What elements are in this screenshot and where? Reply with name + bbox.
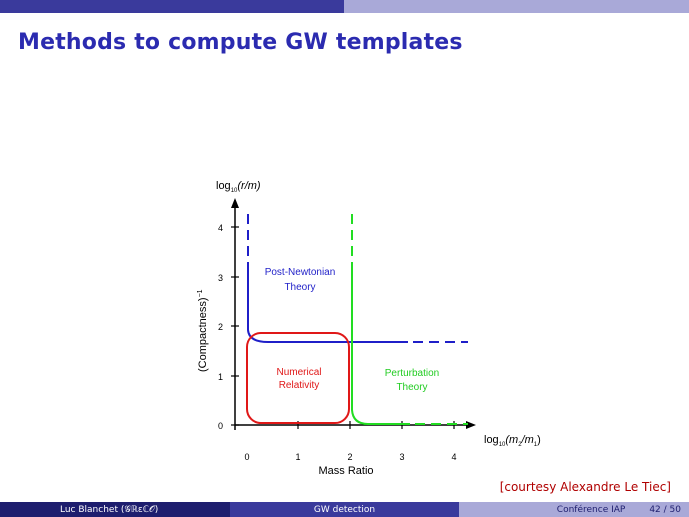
courtesy-credit: [courtesy Alexandre Le Tiec] (499, 480, 671, 494)
y-tick-label: 4 (218, 223, 223, 233)
x-tick-label: 0 (244, 452, 249, 462)
top-bar-left (0, 0, 344, 13)
footer-page-number: 42 / 50 (649, 504, 681, 515)
slide-title: Methods to compute GW templates (18, 30, 463, 55)
pt-curve (351, 262, 410, 425)
footer-event: Conférence IAP 42 / 50 (459, 502, 689, 517)
x-tick-label: 2 (347, 452, 352, 462)
footer-event-name: Conférence IAP (556, 504, 626, 515)
y-tick-label: 3 (218, 273, 223, 283)
y-axis-arrow (231, 198, 239, 208)
x-tick-label: 1 (295, 452, 300, 462)
pn-label-line2: Theory (284, 282, 315, 293)
pn-curve (247, 262, 408, 343)
pn-label-line1: Post-Newtonian (265, 267, 336, 278)
footer-author: Luc Blanchet (𝒢ℝεℂ𝒪) (0, 502, 230, 517)
nr-label-line2: Relativity (279, 380, 320, 391)
y-tick-label: 2 (218, 322, 223, 332)
footer-talk-title: GW detection (230, 502, 459, 517)
y-tick-label: 0 (218, 421, 223, 431)
top-navigation-bar (0, 0, 689, 13)
pt-label-line2: Theory (396, 382, 427, 393)
y-axis-side-label: (Compactness)−1 (197, 289, 209, 372)
y-tick-label: 1 (218, 372, 223, 382)
top-bar-right (344, 0, 689, 13)
nr-region (246, 332, 350, 424)
x-axis-arrow (466, 421, 476, 429)
x-axis-label: Mass Ratio (318, 465, 373, 477)
nr-label-line1: Numerical (276, 367, 321, 378)
footer-bar: Luc Blanchet (𝒢ℝεℂ𝒪) GW detection Confér… (0, 502, 689, 517)
x-tick-label: 4 (451, 452, 456, 462)
x-axis-right-label: log10(m2/m1) (484, 434, 541, 448)
y-ticks (231, 226, 239, 426)
pt-label-line1: Perturbation (385, 368, 439, 379)
y-axis-top-label: log10(r/m) (216, 180, 261, 194)
x-tick-label: 3 (399, 452, 404, 462)
